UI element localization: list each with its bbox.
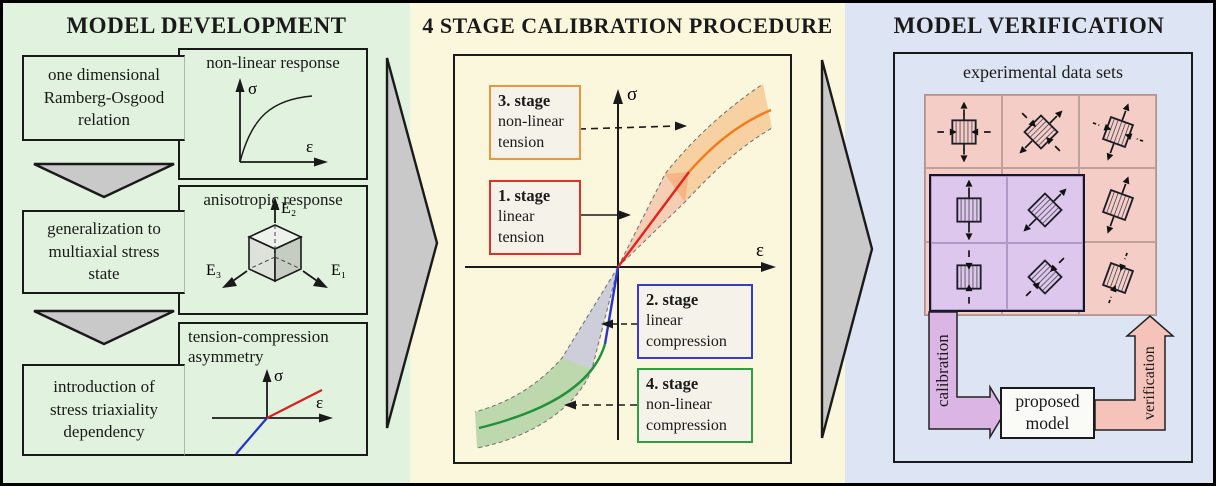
flow-bands bbox=[928, 311, 1176, 440]
calibration-graph-box: σ ε 3. stage non-linear ten bbox=[453, 54, 792, 464]
stage-3-box: 3. stage non-linear tension bbox=[489, 85, 581, 160]
sigma-label: σ bbox=[248, 79, 257, 98]
development-title: MODEL DEVELOPMENT bbox=[66, 13, 347, 38]
nonlinear-compression-band bbox=[475, 358, 592, 448]
epsilon-label: ε bbox=[306, 137, 313, 156]
step-ramberg-osgood: one dimensional Ramberg-Osgood relation bbox=[22, 55, 185, 141]
stage-4-box: 4. stage non-linear compression bbox=[637, 368, 753, 443]
linear-tension-line bbox=[617, 171, 690, 268]
calibration-label: calibration bbox=[933, 334, 952, 408]
specimen-icon bbox=[1079, 241, 1156, 315]
linear-compression-line bbox=[603, 266, 620, 345]
nonlinear-response-box: non-linear response σ ε bbox=[178, 48, 368, 180]
nonlinear-response-label: non-linear response bbox=[206, 53, 340, 72]
proposed-model-box: proposed model bbox=[1000, 387, 1095, 439]
specimen-icon bbox=[1079, 168, 1156, 242]
nonlinear-tension-curve bbox=[688, 108, 772, 173]
specimen-icon bbox=[1007, 243, 1083, 310]
step-triaxiality: introduction of stress triaxiality depen… bbox=[22, 364, 185, 456]
asymmetry-label: tension-compression asymmetry bbox=[188, 327, 329, 367]
verification-label: verification bbox=[1141, 346, 1158, 420]
specimen-icon bbox=[1002, 95, 1079, 169]
specimen-icon bbox=[925, 95, 1002, 169]
e3-label: E₃ bbox=[206, 262, 221, 279]
anisotropic-response-box: anisotropic response E₂ E₃ E₁ bbox=[178, 185, 368, 315]
asymmetry-box: tension-compression asymmetry σ ε bbox=[178, 322, 368, 456]
panel-model-verification: MODEL VERIFICATION experimental data set… bbox=[845, 3, 1213, 483]
epsilon-label: ε bbox=[316, 393, 323, 412]
step-multiaxial: generalization to multiaxial stress stat… bbox=[22, 210, 185, 294]
specimen-icon bbox=[1079, 95, 1156, 169]
panel-model-development: MODEL DEVELOPMENT non-linear response σ … bbox=[3, 3, 410, 483]
e2-label: E₂ bbox=[281, 200, 296, 217]
down-arrow-icon bbox=[33, 162, 175, 199]
calibration-subset-block bbox=[929, 174, 1085, 312]
panel-calibration-procedure: 4 STAGE CALIBRATION PROCEDURE σ ε bbox=[410, 3, 845, 483]
calibration-graph: σ ε bbox=[465, 83, 776, 449]
epsilon-label: ε bbox=[756, 240, 764, 261]
stress-strain-curve-icon: σ ε bbox=[235, 78, 328, 167]
asymmetry-graph-icon: σ ε bbox=[212, 366, 333, 455]
anisotropy-cube-icon: E₂ E₃ E₁ bbox=[206, 197, 346, 288]
specimen-icon bbox=[931, 243, 1007, 310]
specimen-icon bbox=[1007, 176, 1083, 243]
calibration-title: 4 STAGE CALIBRATION PROCEDURE bbox=[422, 13, 833, 38]
verification-title: MODEL VERIFICATION bbox=[893, 13, 1165, 38]
down-arrow-icon bbox=[33, 309, 175, 346]
stage-1-box: 1. stage linear tension bbox=[489, 180, 581, 255]
anisotropic-response-label: anisotropic response bbox=[203, 190, 343, 209]
sigma-label: σ bbox=[627, 84, 637, 105]
specimen-icon bbox=[931, 176, 1007, 243]
verification-box: experimental data sets bbox=[893, 52, 1193, 463]
flow-arrow-icon bbox=[820, 59, 874, 439]
linear-compression-fan bbox=[562, 267, 618, 369]
nonlinear-compression-curve bbox=[478, 343, 607, 430]
verification-arrow bbox=[1094, 315, 1176, 431]
sigma-label: σ bbox=[274, 366, 283, 385]
experimental-data-sets-label: experimental data sets bbox=[963, 62, 1123, 82]
calibration-arrow bbox=[928, 311, 1006, 440]
stage-2-box: 2. stage linear compression bbox=[637, 284, 753, 359]
flow-arrow-icon bbox=[385, 57, 439, 429]
e1-label: E₁ bbox=[331, 262, 346, 279]
